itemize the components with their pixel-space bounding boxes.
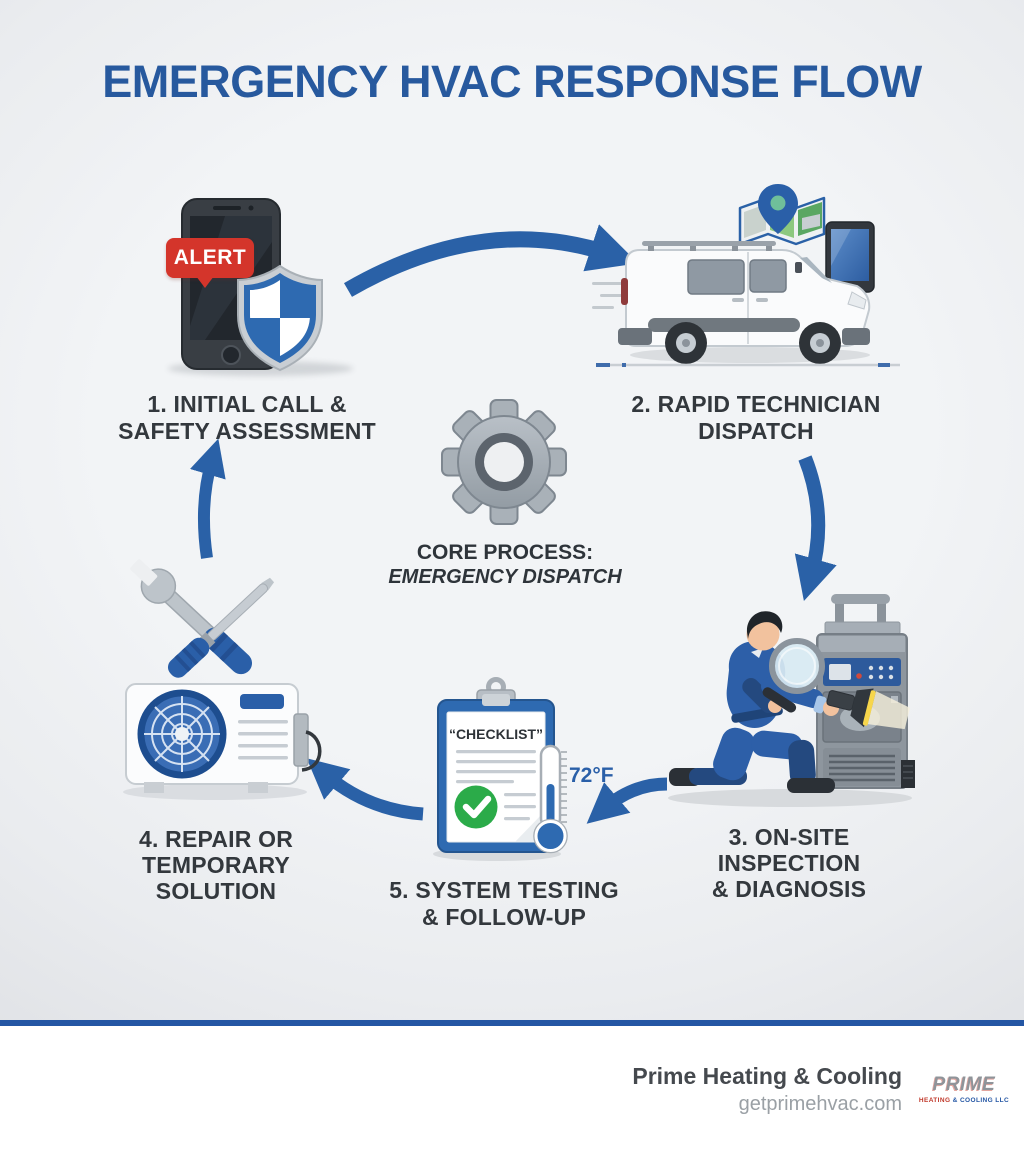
arrow-step5-to-step4 bbox=[306, 758, 424, 821]
arrow-step3-to-step5 bbox=[586, 777, 668, 824]
gear-icon bbox=[441, 399, 567, 525]
website-url: getprimehvac.com bbox=[738, 1093, 902, 1115]
footer-divider-line bbox=[0, 1020, 1024, 1026]
speed-lines bbox=[592, 282, 626, 309]
technician-figure bbox=[669, 611, 911, 793]
core-process-heading: CORE PROCESS: bbox=[416, 541, 594, 564]
check-circle-icon bbox=[454, 785, 498, 829]
fan-icon bbox=[137, 689, 227, 779]
step3-label: 3. ON-SITE INSPECTION & DIAGNOSIS bbox=[711, 824, 867, 902]
step2-label: 2. RAPID TECHNICIAN DISPATCH bbox=[631, 391, 881, 444]
arrow-step1-to-step2 bbox=[343, 224, 639, 297]
arrow-step2-to-step3 bbox=[794, 455, 837, 602]
screwdriver-icon bbox=[167, 577, 275, 678]
company-logo: PRIME HEATING & COOLING LLC bbox=[918, 1074, 1010, 1104]
dispatch-van-icon bbox=[592, 184, 900, 367]
ac-vent-lines bbox=[238, 720, 288, 760]
step1-label: 1. INITIAL CALL & SAFETY ASSESSMENT bbox=[118, 391, 376, 444]
logo-wordmark: PRIME bbox=[932, 1074, 996, 1095]
logo-tagline-right: & COOLING LLC bbox=[952, 1097, 1010, 1104]
footer-text-block: Prime Heating & Cooling getprimehvac.com bbox=[632, 1063, 902, 1116]
shield-icon bbox=[237, 264, 323, 372]
logo-tagline: HEATING & COOLING LLC bbox=[918, 1097, 1010, 1104]
thermometer-icon bbox=[533, 744, 568, 854]
flashlight-icon bbox=[826, 688, 911, 730]
technician-inspection-icon bbox=[668, 594, 915, 807]
ac-cable bbox=[301, 730, 322, 772]
location-pin-icon bbox=[758, 184, 798, 234]
magnifier-icon bbox=[762, 638, 825, 713]
checklist-clipboard-icon: “CHECKLIST” bbox=[433, 677, 614, 861]
step5-label: 5. SYSTEM TESTING & FOLLOW-UP bbox=[389, 877, 619, 930]
alert-badge: ALERT bbox=[166, 238, 254, 288]
van-wheels bbox=[665, 322, 841, 364]
arrow-step4-to-step1 bbox=[189, 438, 226, 559]
wrench-icon bbox=[130, 559, 253, 675]
core-process-subheading: EMERGENCY DISPATCH bbox=[388, 566, 622, 588]
checklist-lines bbox=[456, 750, 536, 821]
thermometer-reading: 72°F bbox=[569, 764, 614, 787]
step4-label: 4. REPAIR OR TEMPORARY SOLUTION bbox=[138, 826, 294, 904]
logo-tagline-left: HEATING bbox=[918, 1097, 951, 1104]
page-title: EMERGENCY HVAC RESPONSE FLOW bbox=[102, 56, 922, 107]
repair-ac-unit-icon bbox=[123, 559, 322, 800]
brand-name: Prime Heating & Cooling bbox=[632, 1063, 902, 1089]
checklist-title: “CHECKLIST” bbox=[449, 726, 543, 742]
